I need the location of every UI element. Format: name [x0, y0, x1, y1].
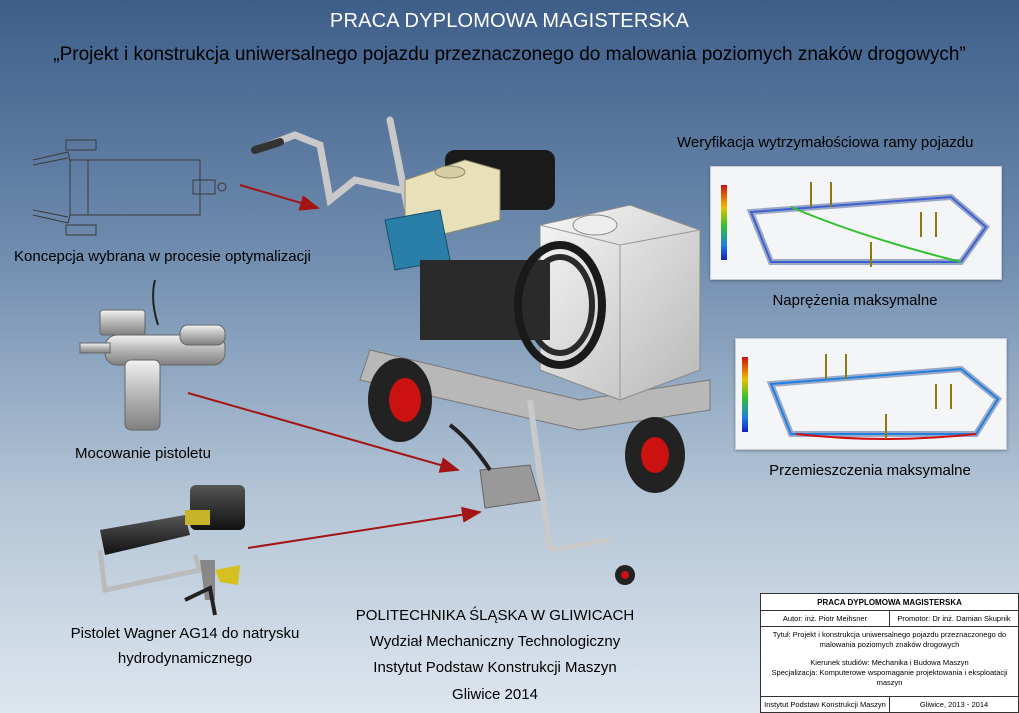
verification-label: Weryfikacja wytrzymałościowa ramy pojazd… [677, 134, 974, 151]
displacement-analysis-image [735, 338, 1007, 450]
place-year: Gliwice 2014 [452, 686, 538, 703]
displacement-label: Przemieszczenia maksymalne [769, 462, 971, 479]
page-subtitle: „Projekt i konstrukcja uniwersalnego poj… [53, 44, 966, 65]
title-block-field: Kierunek studiów: Mechanika i Budowa Mas… [810, 658, 969, 667]
title-block-author: Autor: inż. Piotr Meihsner [761, 611, 890, 626]
gun-label-2: hydrodynamicznego [117, 650, 253, 667]
gun-mount-label: Mocowanie pistoletu [75, 445, 211, 462]
title-block-spec-2: maszyn [876, 678, 903, 687]
title-block-place-years: Gliwice, 2013 - 2014 [919, 700, 989, 709]
title-block-head: PRACA DYPLOMOWA MAGISTERSKA [761, 594, 1018, 611]
vehicle-model-image [251, 116, 711, 585]
gun-mount-image [79, 280, 226, 431]
stress-analysis-image [710, 166, 1002, 280]
title-block-promotor: Promotor: Dr inż. Damian Skupnik [897, 614, 1011, 623]
page-title: PRACA DYPLOMOWA MAGISTERSKA [329, 10, 690, 32]
university-name: POLITECHNIKA ŚLĄSKA W GLIWICACH [355, 607, 635, 624]
faculty-name: Wydział Mechaniczny Technologiczny [369, 633, 621, 650]
gun-label-1: Pistolet Wagner AG14 do natrysku [70, 625, 300, 642]
concept-label: Koncepcja wybrana w procesie optymalizac… [14, 248, 311, 265]
institute-name: Instytut Podstaw Konstrukcji Maszyn [373, 659, 617, 676]
spray-gun-image [97, 485, 245, 616]
title-block: PRACA DYPLOMOWA MAGISTERSKA Autor: inż. … [760, 593, 1019, 713]
title-block-title-2: malowania poziomych znaków drogowych [819, 640, 960, 649]
title-block-institute: Instytut Podstaw Konstrukcji Maszyn [761, 697, 890, 713]
title-block-title-1: Tytuł: Projekt i konstrukcja uniwersalne… [772, 630, 1007, 639]
title-block-spec-1: Specjalizacja: Komputerowe wspomaganie p… [771, 668, 1008, 677]
stress-label: Naprężenia maksymalne [772, 292, 938, 309]
concept-sketch [32, 139, 227, 236]
